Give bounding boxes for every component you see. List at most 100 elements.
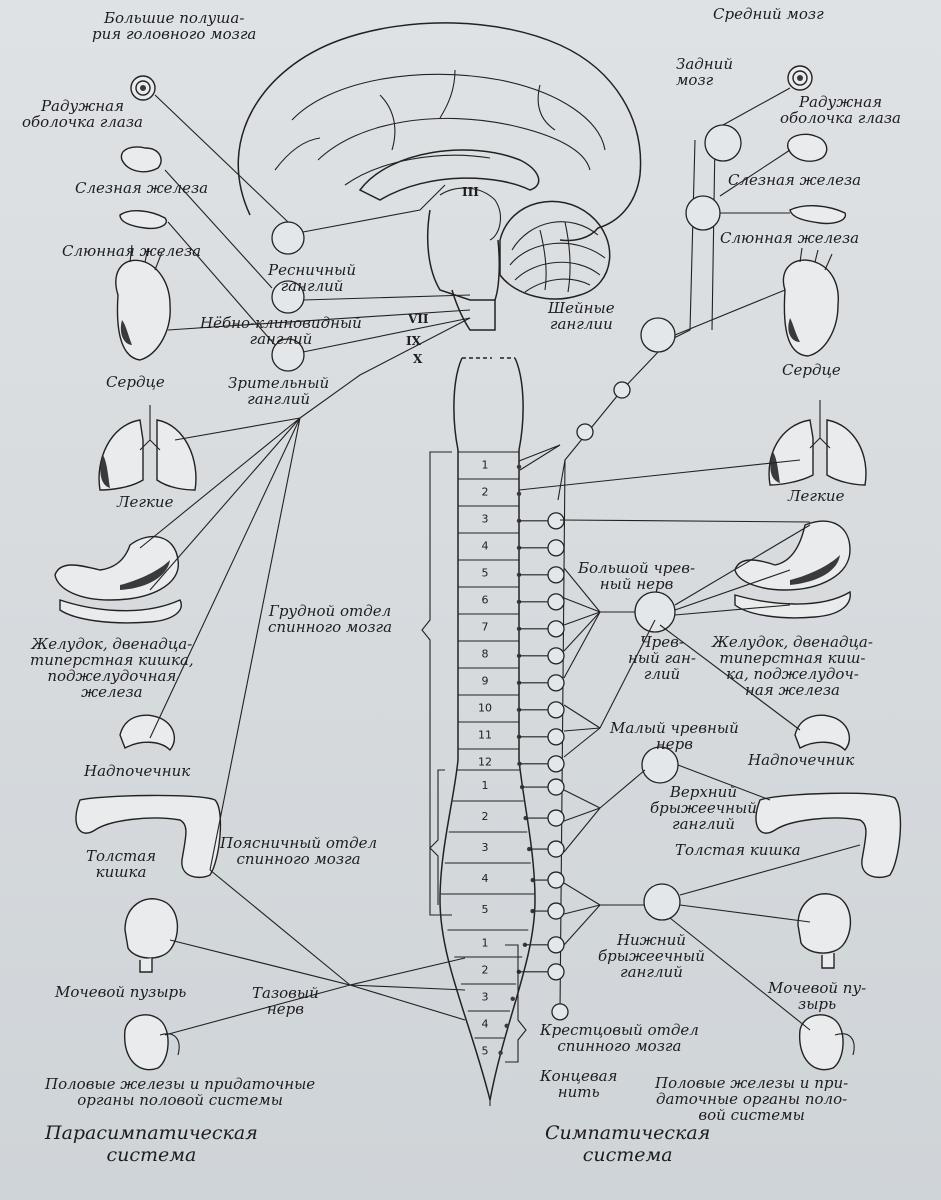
lumbar-segment-label: 3 <box>482 841 489 854</box>
thoracic-root-dot <box>516 464 522 470</box>
splanchnic-fiber <box>563 727 601 732</box>
para-label-bladder: Мочевой пузырь <box>55 983 187 1001</box>
sympathetic-chain-ganglion <box>547 728 565 746</box>
thoracic-segment-label: 1 <box>482 459 489 472</box>
sympathetic-trunk-upper <box>557 349 661 501</box>
lumbar-segment-label: 2 <box>482 810 489 823</box>
para-label-pelvic-nerve: Тазовый нерв <box>252 984 319 1018</box>
symp-label-greater-splanchnic: Большой чрев- ный нерв <box>578 559 696 593</box>
splanchnic-fiber <box>563 704 601 729</box>
para-label-ciliary-ganglion: Ресничный ганглий <box>268 261 357 295</box>
symp-label-superior-mesenteric: Верхний брыжеечный ганглий <box>650 783 757 833</box>
sacral-segment-label: 2 <box>482 964 489 977</box>
label-filum-terminale: Концевая нить <box>540 1067 618 1101</box>
label-midbrain: Средний мозг <box>713 5 824 23</box>
sympathetic-chain <box>547 349 661 1021</box>
symp-label-lesser-splanchnic: Малый чревный нерв <box>610 719 739 753</box>
spinal-cord-drawing <box>439 357 536 1106</box>
sympathetic-chain-ganglion <box>547 963 565 981</box>
symp-label-salivary: Слюнная железа <box>720 229 860 247</box>
thoracic-segment-label: 7 <box>482 621 489 634</box>
splanchnic-fiber <box>563 789 601 809</box>
thoracic-segment-label: 6 <box>482 594 489 607</box>
lumbar-segment-label: 5 <box>482 903 489 916</box>
sympathetic-chain-ganglion <box>547 871 565 889</box>
sacral-brace <box>505 944 527 1063</box>
sympathetic-chain-ganglion <box>547 778 565 796</box>
sympathetic-chain-ganglion-terminal <box>551 1003 569 1021</box>
symp-label-celiac-ganglion: Чрев- ный ган- глий <box>628 633 696 683</box>
sympathetic-chain-ganglion <box>547 936 565 954</box>
sacral-segment-label: 4 <box>482 1018 489 1031</box>
thoracic-segment-label: 5 <box>482 567 489 580</box>
nerve-IX: IX <box>406 334 421 348</box>
sacral-root-dot <box>504 1023 509 1029</box>
sacral-segment-label: 3 <box>482 991 489 1004</box>
sympathetic-chain-ganglion <box>547 539 565 557</box>
nerve-X: X <box>413 352 423 366</box>
sympathetic-chain-ganglion <box>547 512 565 530</box>
para-label-lacrimal: Слезная железа <box>75 179 209 197</box>
symp-label-genital: Половые железы и при- даточные органы по… <box>655 1074 849 1124</box>
symp-label-lungs: Легкие <box>788 487 845 505</box>
label-cerebral-hemispheres: Большие полуша- рия головного мозга <box>92 9 257 43</box>
sympathetic-chain-ganglion <box>613 381 631 399</box>
thoracic-root-dot <box>516 491 522 497</box>
sympathetic-chain-ganglion <box>547 701 565 719</box>
thoracic-segment-label: 8 <box>482 648 489 661</box>
parasympathetic-drawing <box>54 75 305 1071</box>
lumbar-segment-label: 1 <box>482 779 489 792</box>
splanchnic-fiber <box>563 807 601 853</box>
nerve-VII: VII <box>408 312 429 326</box>
splanchnic-fiber <box>563 807 601 822</box>
sacral-root-dot <box>498 1050 503 1056</box>
label-sacral-spinal-cord: Крестцовый отдел спинного мозга <box>540 1021 699 1055</box>
sympathetic-chain-ganglion <box>547 647 565 665</box>
sympathetic-chain-ganglion <box>547 674 565 692</box>
symp-label-stomach: Желудок, двенадца- типерстная киш- ка, п… <box>712 633 873 699</box>
para-label-colon: Толстая кишка <box>86 847 157 881</box>
symp-label-lacrimal: Слезная железа <box>728 171 862 189</box>
splanchnic-fiber <box>563 611 601 679</box>
sympathetic-chain-ganglion <box>547 809 565 827</box>
splanchnic-fiber <box>563 727 601 758</box>
splanchnic-fiber <box>563 597 601 613</box>
thoracic-segment-label: 11 <box>478 729 492 742</box>
symp-label-heart: Сердце <box>782 361 841 379</box>
splanchnic-fiber <box>563 882 601 906</box>
splanchnic-fiber <box>563 611 601 626</box>
sympathetic-chain-ganglion <box>547 902 565 920</box>
sympathetic-pathways <box>518 87 861 1031</box>
thoracic-segment-label: 3 <box>482 513 489 526</box>
lumbar-segment-label: 4 <box>482 872 489 885</box>
brain-drawing <box>237 22 642 331</box>
symp-label-cervical-ganglia: Шейные ганглии <box>548 299 615 333</box>
sympathetic-chain-ganglion <box>576 423 594 441</box>
thoracic-segment-label: 2 <box>482 486 489 499</box>
thoracic-segment-label: 9 <box>482 675 489 688</box>
sympathetic-chain-ganglion <box>547 840 565 858</box>
sympathetic-chain-ganglion <box>547 593 565 611</box>
thoracic-segment-label: 12 <box>478 756 492 769</box>
sympathetic-chain-ganglion <box>547 620 565 638</box>
thoracic-segment-label: 10 <box>478 702 492 715</box>
para-label-adrenal: Надпочечник <box>84 762 191 780</box>
para-label-genital: Половые железы и придаточные органы поло… <box>45 1075 316 1109</box>
splanchnic-fiber <box>563 904 601 946</box>
symp-label-bladder: Мочевой пу- зырь <box>768 979 867 1013</box>
splanchnic-fiber <box>563 611 601 652</box>
splanchnic-fiber <box>563 567 601 613</box>
sympathetic-drawing <box>634 65 902 1071</box>
sympathetic-title: Симпатическая система <box>545 1122 711 1166</box>
sacral-segment-label: 1 <box>482 937 489 950</box>
symp-label-colon: Толстая кишка <box>675 841 801 859</box>
para-label-iris: Радужная оболочка глаза <box>22 97 143 131</box>
para-label-salivary: Слюнная железа <box>62 242 202 260</box>
thoracic-segment-label: 4 <box>482 540 489 553</box>
label-hindbrain: Задний мозг <box>676 55 733 89</box>
sacral-segment-label: 5 <box>482 1045 489 1058</box>
label-lumbar-spinal-cord: Поясничный отдел спинного мозга <box>220 834 378 868</box>
para-label-heart: Сердце <box>106 373 165 391</box>
